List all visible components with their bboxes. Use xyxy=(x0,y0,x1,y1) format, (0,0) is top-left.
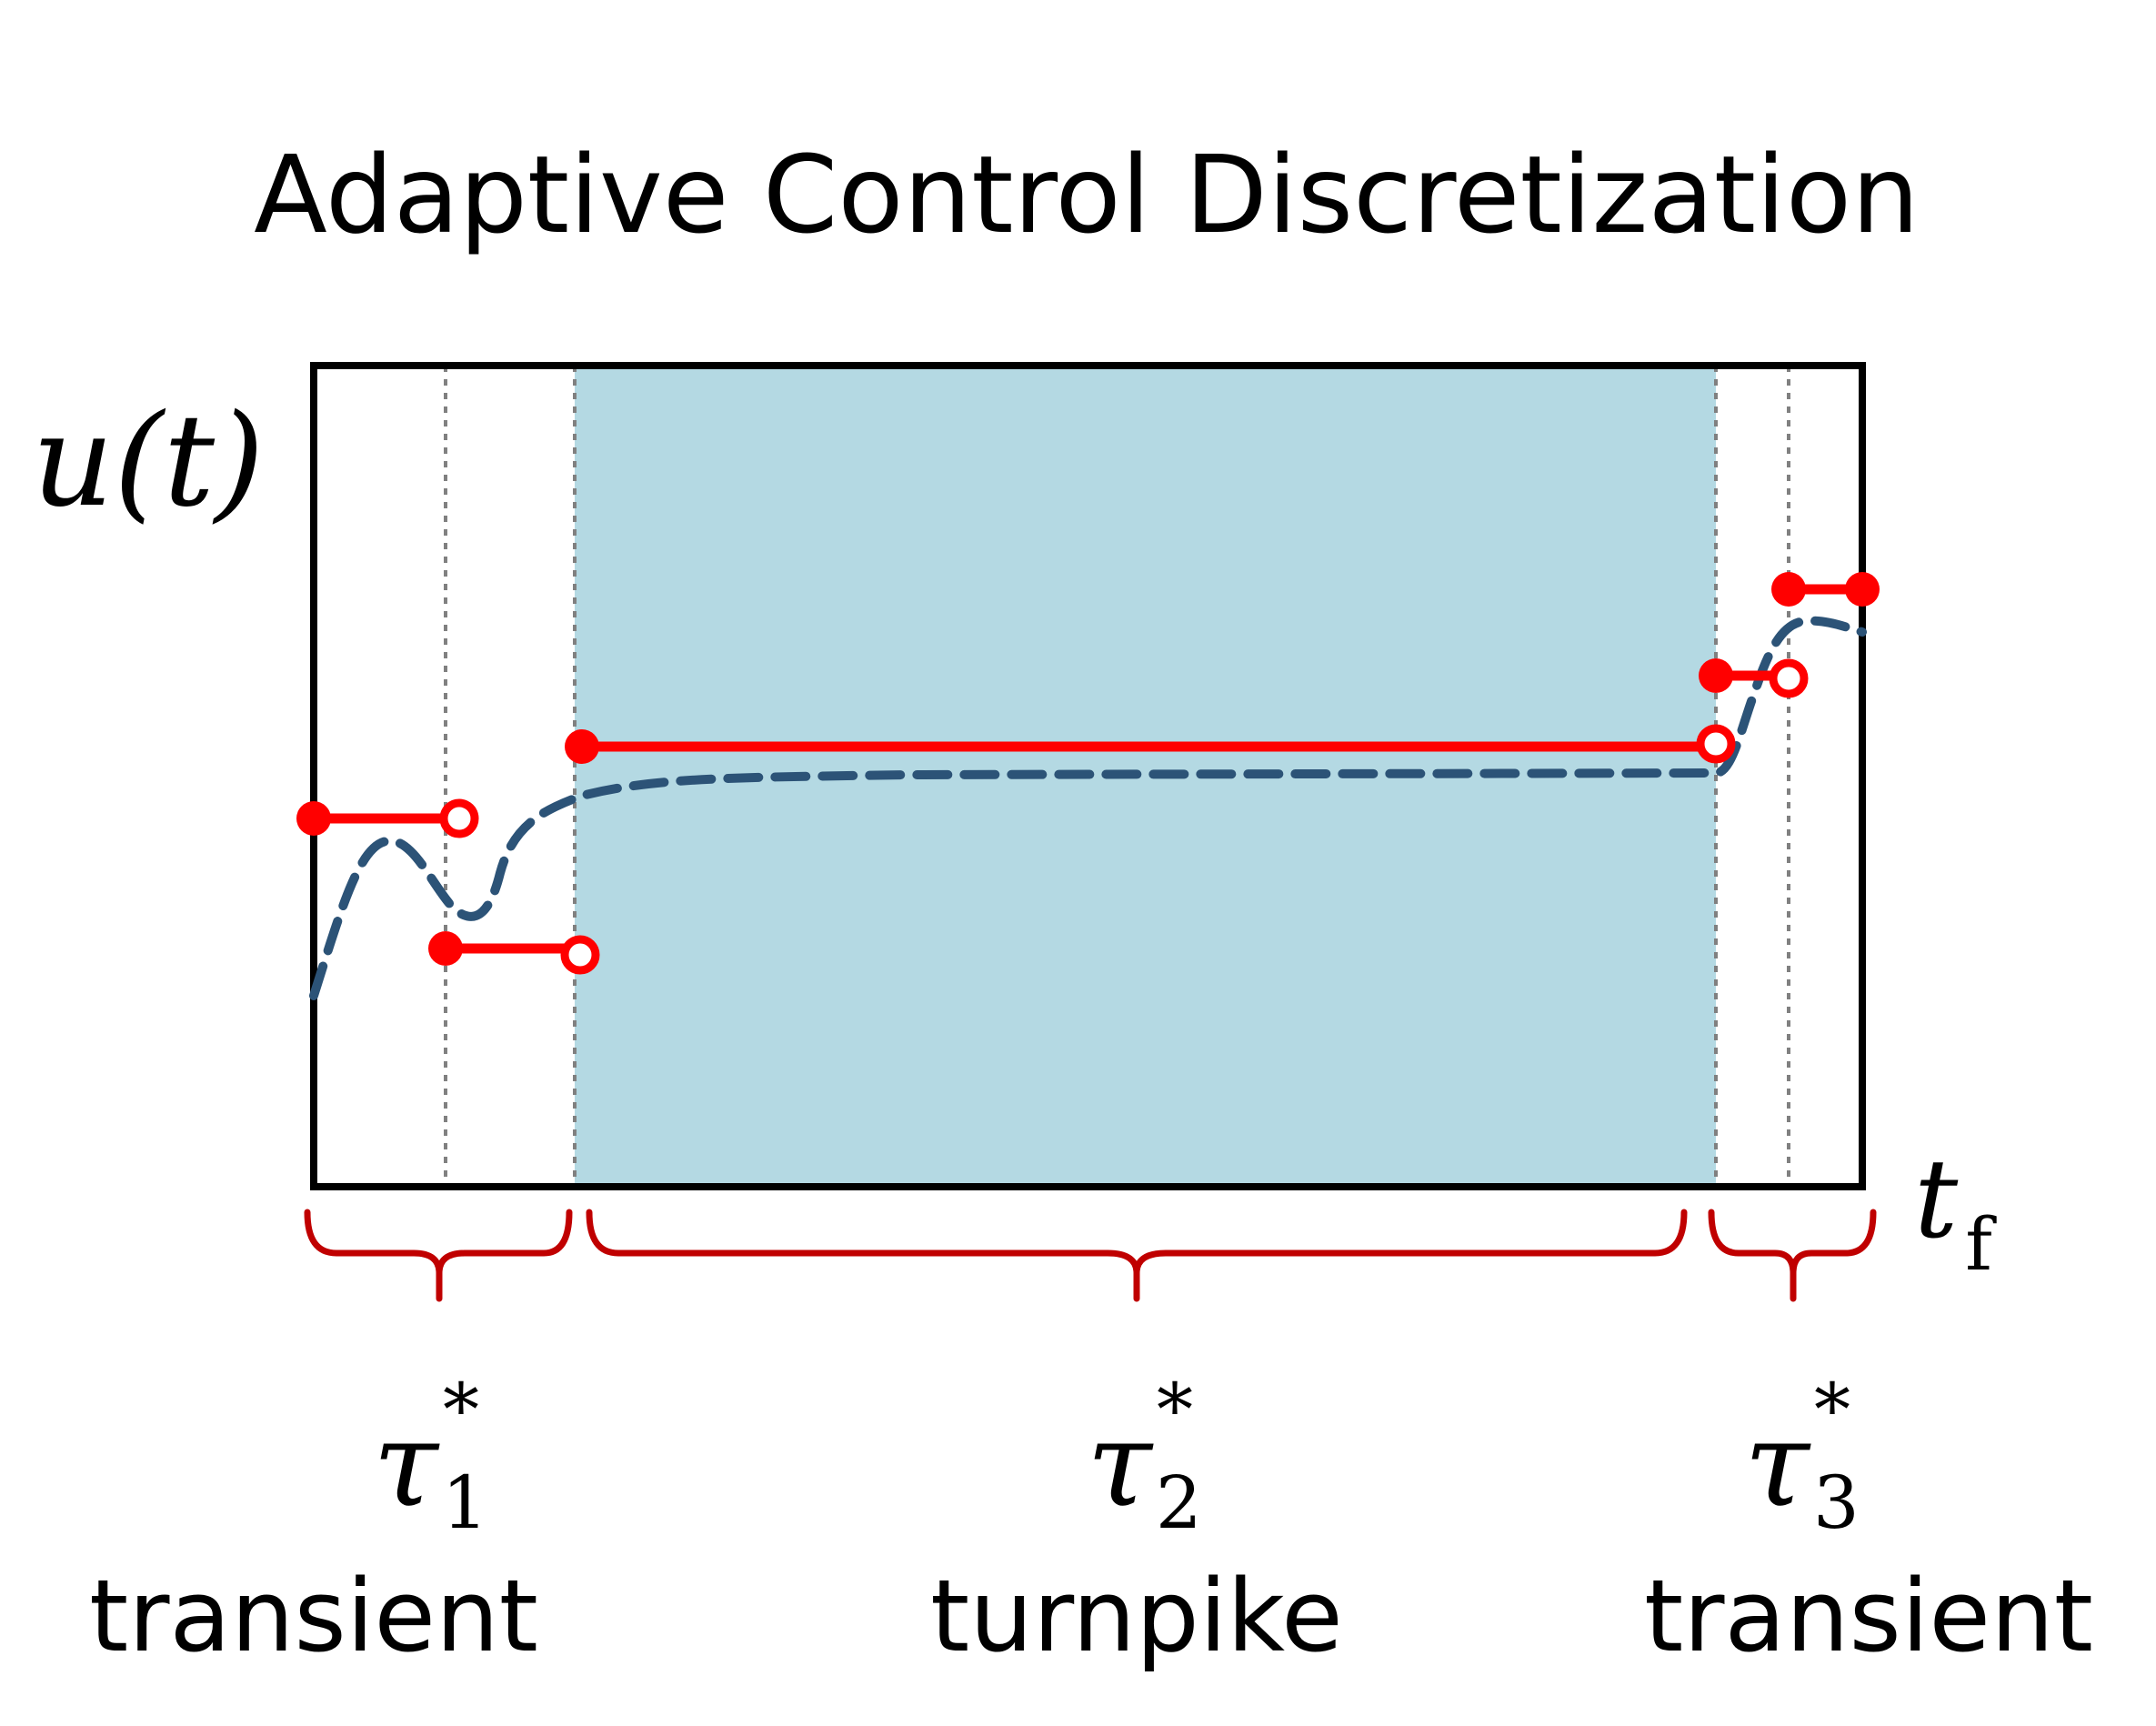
optimal-trajectory xyxy=(309,616,1867,1000)
segment-1-subscript: 1 xyxy=(442,1460,488,1545)
brace-segment-2 xyxy=(586,1209,1688,1302)
open-endpoint xyxy=(560,935,600,975)
segment-3-tau: τ xyxy=(1744,1395,1811,1533)
segment-3-superscript: * xyxy=(1814,1368,1850,1452)
segment-1-symbol: τ1 xyxy=(373,1395,488,1545)
segment-3-symbol: τ3 xyxy=(1744,1395,1860,1545)
segment-3-subscript: 3 xyxy=(1813,1460,1860,1545)
brace-segment-1 xyxy=(304,1209,573,1302)
closed-endpoint xyxy=(1771,572,1806,607)
open-endpoint xyxy=(439,798,479,838)
segment-2-tau: τ xyxy=(1087,1395,1154,1533)
segment-1-tau: τ xyxy=(373,1395,440,1533)
segment-1-superscript: * xyxy=(443,1368,479,1452)
plot-frame xyxy=(310,362,1866,1190)
segment-2-superscript: * xyxy=(1157,1368,1193,1452)
closed-endpoint xyxy=(565,729,599,764)
diagram-title: Adaptive Control Discretization xyxy=(254,132,1920,257)
segment-2-label: turnpike xyxy=(930,1558,1343,1674)
segment-2-subscript: 2 xyxy=(1156,1460,1202,1545)
segment-braces xyxy=(304,1209,1877,1302)
segment-2-symbol: τ2 xyxy=(1087,1395,1202,1545)
breakpoint-lines xyxy=(444,366,1790,1187)
closed-endpoint xyxy=(1699,658,1733,693)
closed-endpoint xyxy=(296,801,331,836)
open-endpoints xyxy=(439,658,1809,975)
closed-endpoint xyxy=(1845,572,1880,607)
turnpike-region xyxy=(575,364,1716,1187)
open-endpoint xyxy=(1696,724,1736,764)
segment-1-label: transient xyxy=(89,1558,538,1674)
segment-3-label: transient xyxy=(1644,1558,2093,1674)
closed-endpoint xyxy=(428,931,463,966)
open-endpoint xyxy=(1769,658,1809,698)
final-time-subscript: f xyxy=(1965,1202,1997,1287)
closed-endpoints xyxy=(296,572,1880,966)
final-time-symbol: t xyxy=(1914,1137,1959,1263)
y-axis-label: u(t) xyxy=(32,387,265,536)
brace-segment-3 xyxy=(1708,1209,1877,1302)
